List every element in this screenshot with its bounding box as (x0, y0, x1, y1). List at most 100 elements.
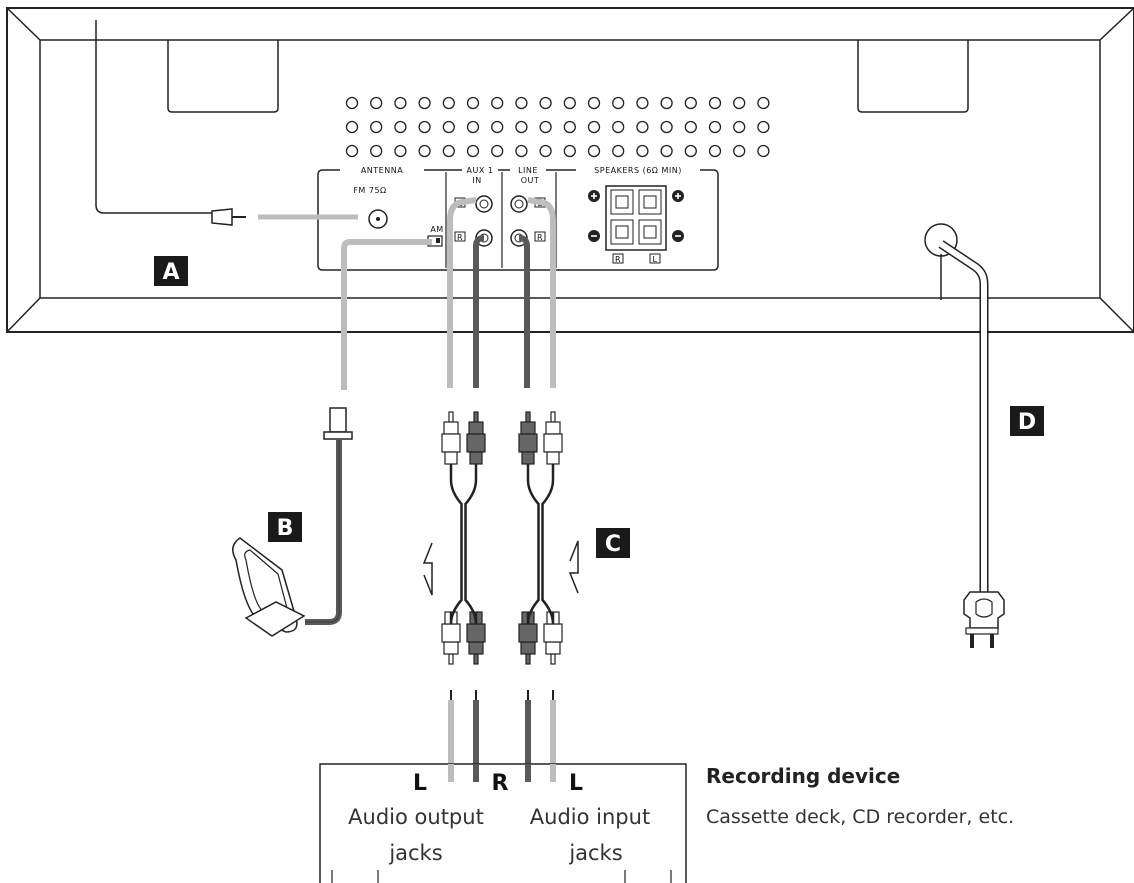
vent-hole (684, 120, 697, 134)
am-loop-antenna (232, 239, 432, 637)
rca-plug (466, 611, 486, 665)
vent-hole (442, 120, 455, 134)
vent-hole (733, 144, 746, 158)
vent-hole (370, 96, 383, 110)
vent-hole (539, 96, 552, 110)
aux-in-label: IN (472, 176, 481, 185)
rca-cable-segment (449, 464, 463, 625)
power-cord (924, 223, 1005, 648)
recording-device: L R L Audio output jacks Audio input jac… (319, 763, 687, 883)
vent-hole (442, 144, 455, 158)
vent-hole (418, 96, 431, 110)
svg-text:D: D (1018, 410, 1036, 435)
vent-hole (757, 144, 770, 158)
vent-hole (394, 144, 407, 158)
vent-hole (345, 120, 359, 134)
left-foot (167, 40, 279, 113)
rca-plug (518, 411, 538, 465)
right-foot (857, 40, 969, 113)
vent-hole (370, 144, 383, 158)
vent-hole (587, 120, 601, 134)
vent-hole (466, 144, 480, 158)
vent-hole (587, 144, 601, 158)
aux-label: AUX 1 (467, 166, 494, 175)
vent-hole (612, 144, 625, 158)
rca-cable-aux-in (447, 197, 485, 388)
svg-text:B: B (277, 516, 294, 541)
marker-d: D (1010, 406, 1044, 436)
output-left-channel-label: L (413, 771, 427, 796)
arrow-down-icon (568, 540, 579, 594)
vent-hole (515, 120, 528, 134)
svg-text:C: C (605, 532, 621, 557)
vent-hole (660, 120, 673, 134)
vent-hole (563, 96, 576, 110)
marker-c: C (596, 528, 630, 558)
ventilation-holes (345, 96, 770, 158)
vent-hole (345, 144, 359, 158)
speaker-l-label: L (653, 255, 658, 264)
rca-plug (543, 411, 563, 465)
vent-hole (394, 120, 407, 134)
speaker-r-label: R (615, 255, 621, 264)
aux-in-l-jack[interactable] (475, 195, 493, 213)
audio-input-label-line2: jacks (568, 841, 622, 865)
rca-plug (441, 411, 461, 465)
marker-a: A (154, 256, 188, 286)
rca-plug (441, 611, 461, 665)
vent-hole (708, 120, 722, 134)
vent-hole (636, 96, 649, 110)
vent-hole (587, 96, 601, 110)
jack-panel: ANTENNA AUX 1 IN LINE OUT SPEAKERS (6Ω M… (317, 166, 719, 271)
fm-label: FM 75Ω (353, 186, 386, 195)
vent-hole (491, 96, 504, 110)
input-left-channel-label: L (569, 771, 583, 796)
vent-hole (370, 120, 383, 134)
vent-hole (515, 96, 528, 110)
vent-hole (563, 120, 576, 134)
recording-device-subtitle: Cassette deck, CD recorder, etc. (706, 806, 1014, 828)
vent-hole (733, 96, 746, 110)
vent-hole (612, 96, 625, 110)
rca-cable-segment (526, 464, 540, 625)
vent-hole (757, 96, 770, 110)
svg-text:A: A (162, 260, 179, 285)
am-label: AM (430, 225, 443, 234)
vent-hole (491, 144, 504, 158)
vent-hole (733, 120, 746, 134)
vent-hole (708, 144, 722, 158)
vent-hole (684, 96, 697, 110)
audio-output-label-line1: Audio output (348, 805, 484, 829)
rca-plugs (441, 411, 563, 700)
vent-hole (466, 120, 480, 134)
marker-b: B (268, 512, 302, 542)
vent-hole (708, 96, 722, 110)
recording-device-title: Recording device (706, 764, 900, 788)
vent-hole (636, 120, 649, 134)
aux-jack-r-label: R (457, 233, 463, 242)
vent-hole (660, 96, 673, 110)
antenna-label: ANTENNA (361, 166, 403, 175)
vent-hole (563, 144, 576, 158)
vent-hole (660, 144, 673, 158)
vent-hole (345, 96, 359, 110)
line-out-l-jack[interactable] (510, 195, 528, 213)
vent-hole (612, 120, 625, 134)
audio-input-label-line1: Audio input (530, 805, 650, 829)
line-label: LINE (518, 166, 538, 175)
rca-cable-line-out (518, 197, 556, 388)
vent-hole (442, 96, 455, 110)
fm-antenna-wire (95, 20, 358, 226)
speaker-terminals[interactable]: R L (588, 185, 684, 264)
vent-hole (636, 144, 649, 158)
rca-cable-segment (464, 464, 478, 625)
rca-cable-segment (541, 464, 555, 625)
vent-hole (539, 120, 552, 134)
line-jack-r-label: R (537, 233, 543, 242)
vent-hole (418, 144, 431, 158)
vent-hole (466, 96, 480, 110)
vent-hole (684, 144, 697, 158)
line-out-label: OUT (521, 176, 540, 185)
output-right-channel-label: R (492, 771, 509, 796)
